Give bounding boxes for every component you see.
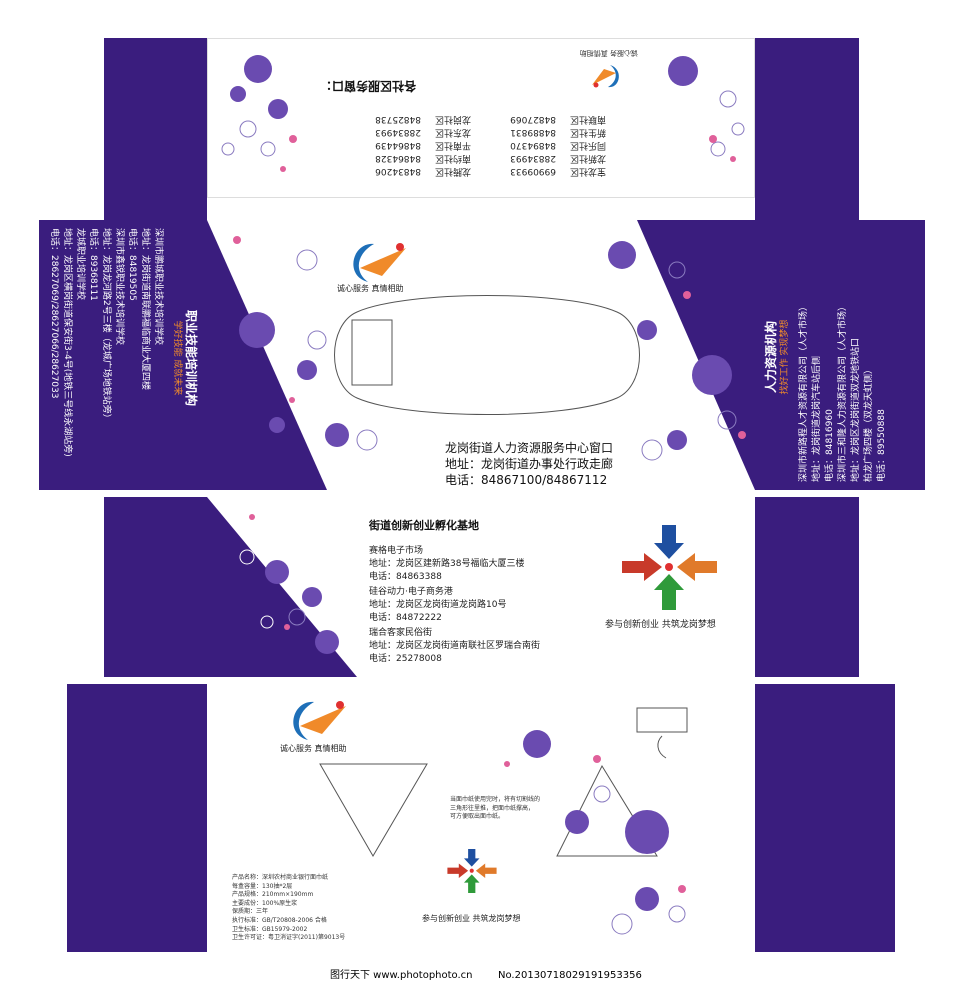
top-panel: 各社区服务窗口： 诚心服务 真情相助 宝龙社区 龙新社区 同乐社区 新生社区 南… [207, 38, 755, 198]
bottom-right-flap [755, 684, 895, 952]
middle-panel: 街道创新创业孵化基地 赛格电子市场 地址：龙岗区建新路38号福临大厦三楼 电话：… [207, 497, 755, 677]
right-flap-subtitle: 找好工作 实现梦想 [780, 319, 790, 395]
center-background [207, 220, 755, 490]
center-info: 龙岗街道人力资源服务中心窗口 地址：龙岗街道办事处行政走廊 电话：8486710… [445, 441, 614, 487]
top-left-flap [104, 38, 207, 220]
swoosh-logo-icon [592, 65, 619, 88]
bottom-arrows-logo [447, 849, 497, 893]
top-col2: 69909933 28834993 84894370 84889831 8482… [510, 114, 556, 176]
bottom-panel: 诚心服务 真情相助 当面巾纸使用完时，将有切割线的 三角形往里推，把面巾纸撑高，… [207, 684, 755, 952]
top-panel-title: 各社区服务窗口： [319, 79, 416, 93]
middle-left-flap [104, 497, 207, 677]
right-flap: 人力资源机构 找好工作 实现梦想 深圳市新路程人才资源有限公司（人才市场） 地址… [755, 220, 925, 490]
left-flap-subtitle: 学好技能 成就未来 [172, 320, 182, 396]
footer-watermark-right: No.20130718029191953356 [498, 970, 642, 981]
swoosh-logo-icon [353, 243, 406, 282]
bottom-logo [282, 696, 352, 746]
middle-title: 街道创新创业孵化基地 [369, 519, 479, 532]
left-flap-text: 职业技能培训机构 学好技能 成就未来 深圳市鹏城职业技术培训学校 地址：龙岗街道… [47, 228, 199, 488]
swoosh-logo-icon [293, 701, 346, 740]
footer-watermark-left: 图行天下 www.photophoto.cn [330, 970, 473, 981]
flower-cluster-icon [221, 55, 297, 172]
left-flap-title: 职业技能培训机构 [184, 309, 198, 406]
converging-arrows-icon [447, 849, 497, 893]
center-logo [342, 238, 412, 288]
top-col3: 龙腾社区 南约社区 平南社区 龙东社区 龙岗社区 [434, 114, 471, 176]
middle-blocks: 赛格电子市场 地址：龙岗区建新路38号福临大厦三楼 电话：84863388 硅谷… [369, 546, 541, 664]
footer-bar: 图行天下 www.photophoto.cn No.20130718029191… [0, 965, 963, 987]
top-logo-slogan: 诚心服务 真情相助 [579, 49, 638, 57]
right-flap-text: 人力资源机构 找好工作 实现梦想 深圳市新路程人才资源有限公司（人才市场） 地址… [763, 232, 889, 482]
bottom-arrow-slogan: 参与创新创业 共筑龙岗梦想 [422, 914, 521, 923]
left-flap: 职业技能培训机构 学好技能 成就未来 深圳市鹏城职业技术培训学校 地址：龙岗街道… [39, 220, 207, 490]
bottom-background [319, 707, 688, 935]
top-panel-content: 各社区服务窗口： 诚心服务 真情相助 宝龙社区 龙新社区 同乐社区 新生社区 南… [208, 39, 756, 199]
top-col1: 宝龙社区 龙新社区 同乐社区 新生社区 南联社区 [569, 114, 606, 176]
top-logo [590, 61, 626, 91]
bottom-instruction: 当面巾纸使用完时，将有切割线的 三角形往里推，把面巾纸撑高， 可方便取出面巾纸。 [450, 796, 541, 821]
bottom-logo-slogan: 诚心服务 真情相助 [280, 744, 347, 753]
top-col4: 84834206 84864328 84864439 28834993 8482… [375, 114, 421, 176]
middle-right-flap [755, 497, 859, 677]
middle-arrows-logo [622, 525, 717, 610]
right-flap-title: 人力资源机构 [764, 321, 778, 394]
flower-cluster-right-icon [668, 56, 745, 162]
bottom-left-flap [67, 684, 207, 952]
middle-arrow-slogan: 参与创新创业 共筑龙岗梦想 [605, 620, 716, 630]
converging-arrows-icon [622, 525, 717, 610]
center-panel: 诚心服务 真情相助 龙岗街道人力资源服务中心窗口 地址：龙岗街道办事处行政走廊 … [207, 220, 755, 490]
center-logo-slogan: 诚心服务 真情相助 [337, 284, 404, 293]
top-right-flap [755, 38, 859, 220]
bottom-spec: 产品名称：深圳农村商业银行面巾纸 每盒容量：130抽*2层 产品规格：210mm… [232, 874, 346, 942]
